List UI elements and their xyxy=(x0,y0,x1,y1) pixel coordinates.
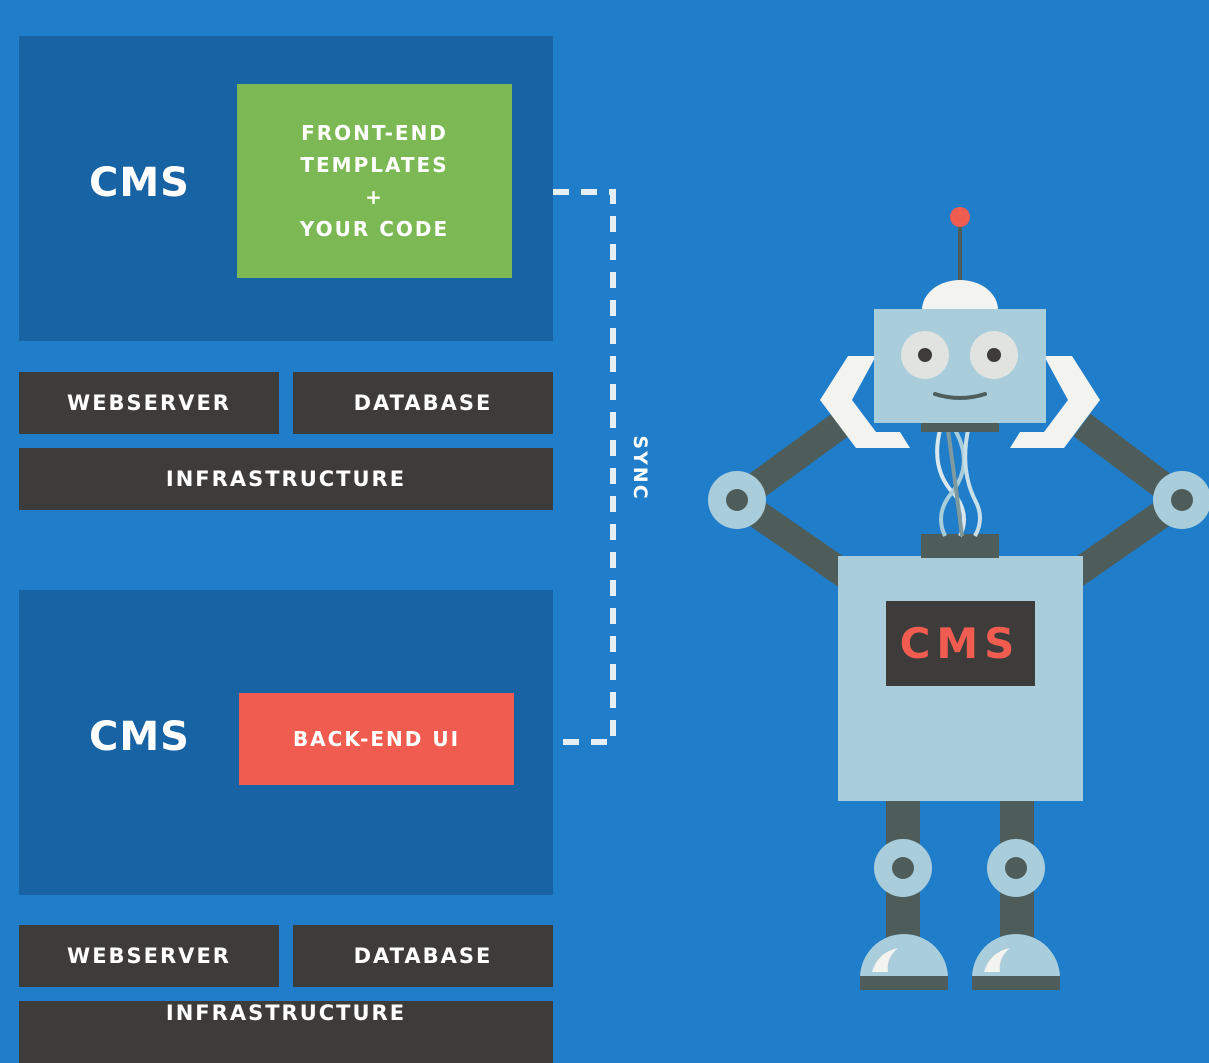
bottom-webserver-bar: WEBSERVER xyxy=(19,925,279,987)
robot-chest-plate xyxy=(886,601,1035,686)
top-webserver-bar: WEBSERVER xyxy=(19,372,279,434)
backend-ui-box: BACK-END UI xyxy=(239,693,514,785)
antenna-light xyxy=(950,207,970,227)
templates-line-2: TEMPLATES xyxy=(300,153,449,177)
neck-wires xyxy=(935,429,982,537)
head-dome xyxy=(922,280,998,310)
top-database-bar: DATABASE xyxy=(293,372,553,434)
right-hand-claw xyxy=(1010,356,1100,448)
frontend-templates-box: FRONT-END TEMPLATES + YOUR CODE xyxy=(237,84,512,278)
templates-line-1: FRONT-END xyxy=(301,121,448,145)
top-cms-title: CMS xyxy=(89,160,190,206)
left-foot xyxy=(860,934,948,990)
sync-label: SYNC xyxy=(629,435,651,501)
top-infrastructure-bar: INFRASTRUCTURE xyxy=(19,448,553,510)
left-hand-claw xyxy=(820,356,910,448)
templates-line-3: + xyxy=(365,185,384,209)
right-foot xyxy=(972,934,1060,990)
bottom-cms-title: CMS xyxy=(89,714,190,760)
sync-connector xyxy=(553,189,616,745)
robot-head xyxy=(874,309,1046,423)
robot-mouth xyxy=(933,392,987,400)
robot-chest-label: CMS xyxy=(900,619,1021,668)
templates-line-4: YOUR CODE xyxy=(299,217,450,241)
bottom-database-bar: DATABASE xyxy=(293,925,553,987)
robot-neck-base xyxy=(921,534,999,558)
